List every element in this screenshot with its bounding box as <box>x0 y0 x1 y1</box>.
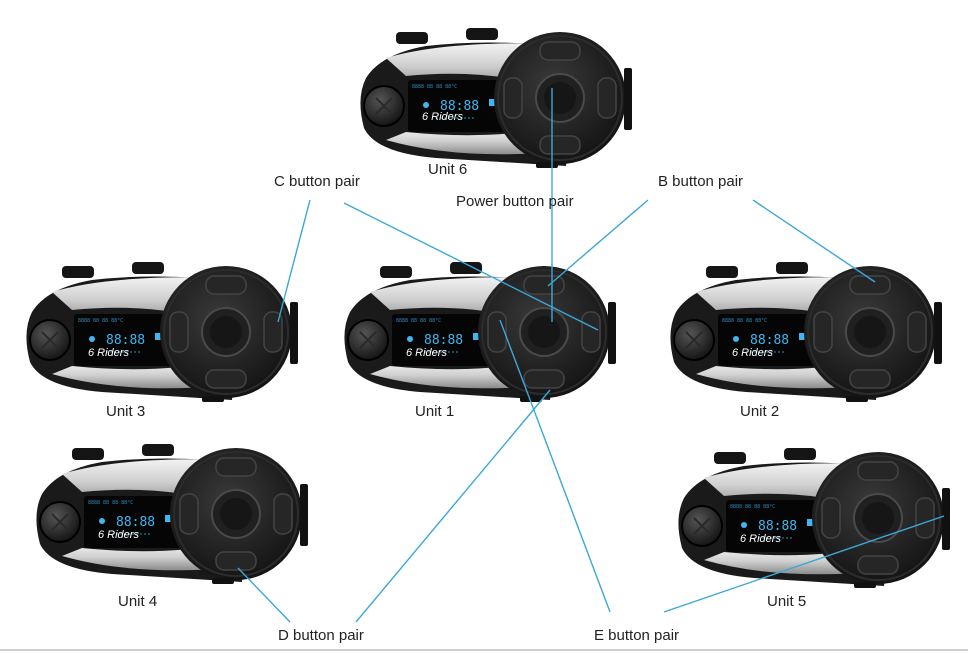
device-screen-text: 6 Riders <box>732 347 773 359</box>
leader-b-unit2 <box>752 199 876 283</box>
unit-label-1: Unit 1 <box>415 403 454 420</box>
leader-d-unit4 <box>237 567 291 623</box>
callout-c-button-pair: C button pair <box>274 173 360 190</box>
device-unit-2: 6 Riders <box>669 261 943 403</box>
device-unit-1: 6 Riders <box>343 261 617 403</box>
device-screen-text: 6 Riders <box>406 347 447 359</box>
callout-power-button-pair: Power button pair <box>456 193 574 210</box>
device-unit-4: 6 Riders <box>35 443 309 585</box>
callout-e-button-pair: E button pair <box>594 627 679 644</box>
device-unit-6: 6 Riders <box>359 27 633 169</box>
device-screen-text: 6 Riders <box>88 347 129 359</box>
unit-label-3: Unit 3 <box>106 403 145 420</box>
leader-d-unit1 <box>355 389 551 623</box>
device-unit-5: 6 Riders <box>677 447 951 589</box>
device-screen-text: 6 Riders <box>740 533 781 545</box>
unit-label-6: Unit 6 <box>428 161 467 178</box>
callout-d-button-pair: D button pair <box>278 627 364 644</box>
leader-lines <box>237 88 945 623</box>
unit-label-4: Unit 4 <box>118 593 157 610</box>
unit-label-2: Unit 2 <box>740 403 779 420</box>
device-unit-3: 6 Riders <box>25 261 299 403</box>
leader-c-unit1 <box>343 202 599 331</box>
device-screen-text: 6 Riders <box>98 529 139 541</box>
unit-label-5: Unit 5 <box>767 593 806 610</box>
leader-b-unit1 <box>547 199 649 287</box>
device-screen-text: 6 Riders <box>422 111 463 123</box>
leader-c-unit3 <box>277 199 311 323</box>
bottom-divider <box>0 649 968 651</box>
callout-b-button-pair: B button pair <box>658 173 743 190</box>
leader-e-unit1 <box>499 319 611 613</box>
leader-e-unit5 <box>663 515 945 613</box>
